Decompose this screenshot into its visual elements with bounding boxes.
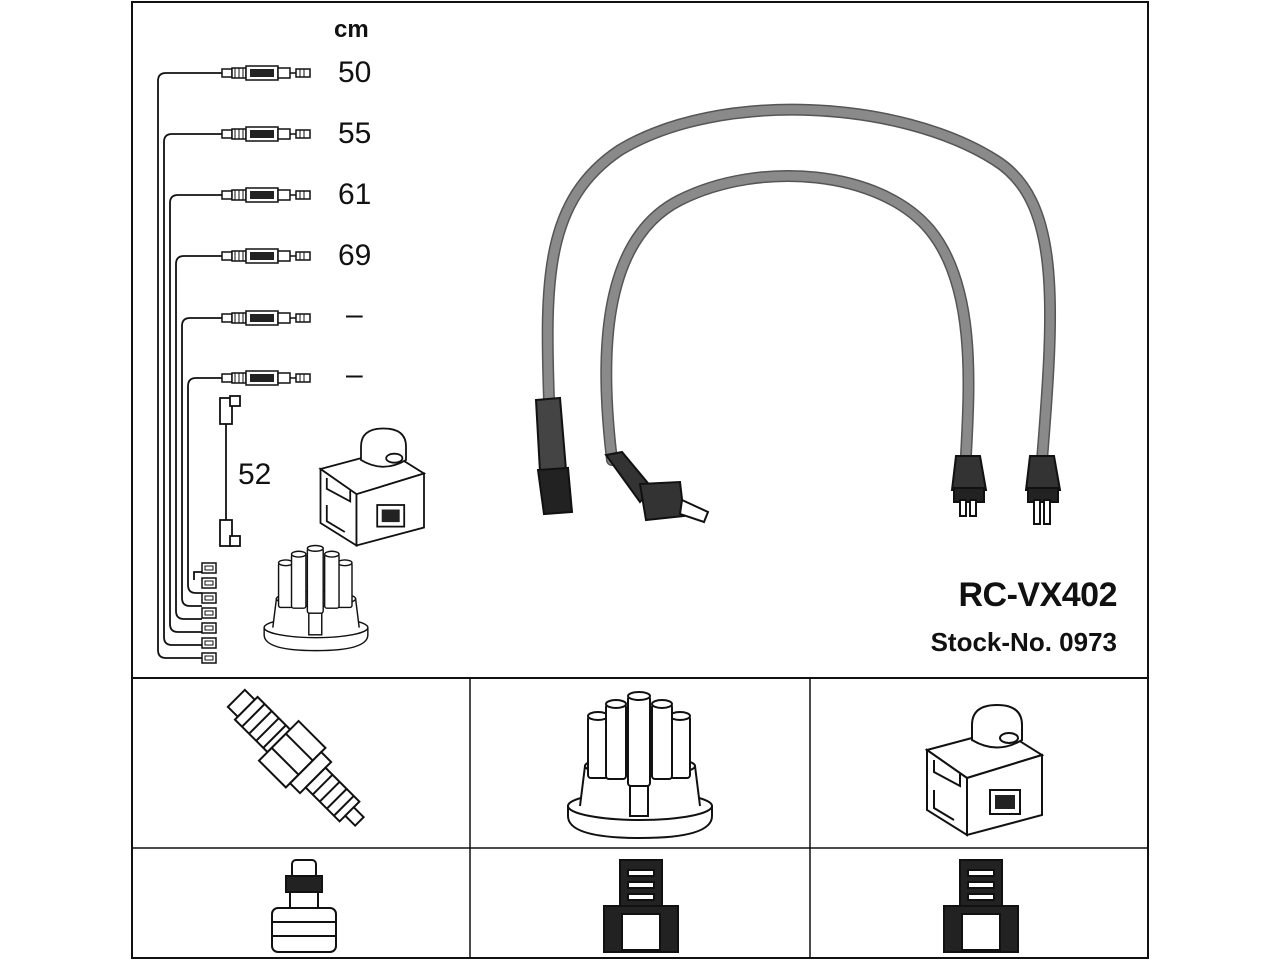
coil-end-terminal-icon xyxy=(950,455,1062,525)
ignition-coil-icon xyxy=(926,704,1043,836)
angled-boot-icon xyxy=(604,450,710,524)
outer-border xyxy=(131,1,1149,959)
length-label-4: 69 xyxy=(338,239,372,272)
length-label-2: 55 xyxy=(338,117,372,150)
stock-number: Stock-No. 0973 xyxy=(930,627,1117,657)
cable-bundle-lines xyxy=(157,72,222,659)
product-code: RC-VX402 xyxy=(958,576,1117,614)
length-label-1: 50 xyxy=(338,56,372,89)
cap-terminal-icon xyxy=(603,859,679,953)
ignition-coil-small-icon xyxy=(319,427,425,547)
length-label-5: – xyxy=(346,298,363,331)
coil-lead-icon xyxy=(219,395,241,547)
unit-label: cm xyxy=(334,16,369,43)
bundle-terminals xyxy=(201,562,217,664)
straight-boot-icon xyxy=(534,396,574,516)
distributor-cap-small-icon xyxy=(263,544,369,652)
ignition-cables-icon xyxy=(541,103,1057,466)
length-label-6: – xyxy=(346,358,363,391)
coil-lead-length-label: 52 xyxy=(238,458,272,491)
lead-terminals xyxy=(221,65,311,386)
distributor-cap-icon xyxy=(567,691,713,839)
spark-plug-icon xyxy=(226,688,366,828)
plug-terminal-icon xyxy=(271,859,337,953)
length-label-3: 61 xyxy=(338,178,372,211)
coil-terminal-icon xyxy=(943,859,1019,953)
